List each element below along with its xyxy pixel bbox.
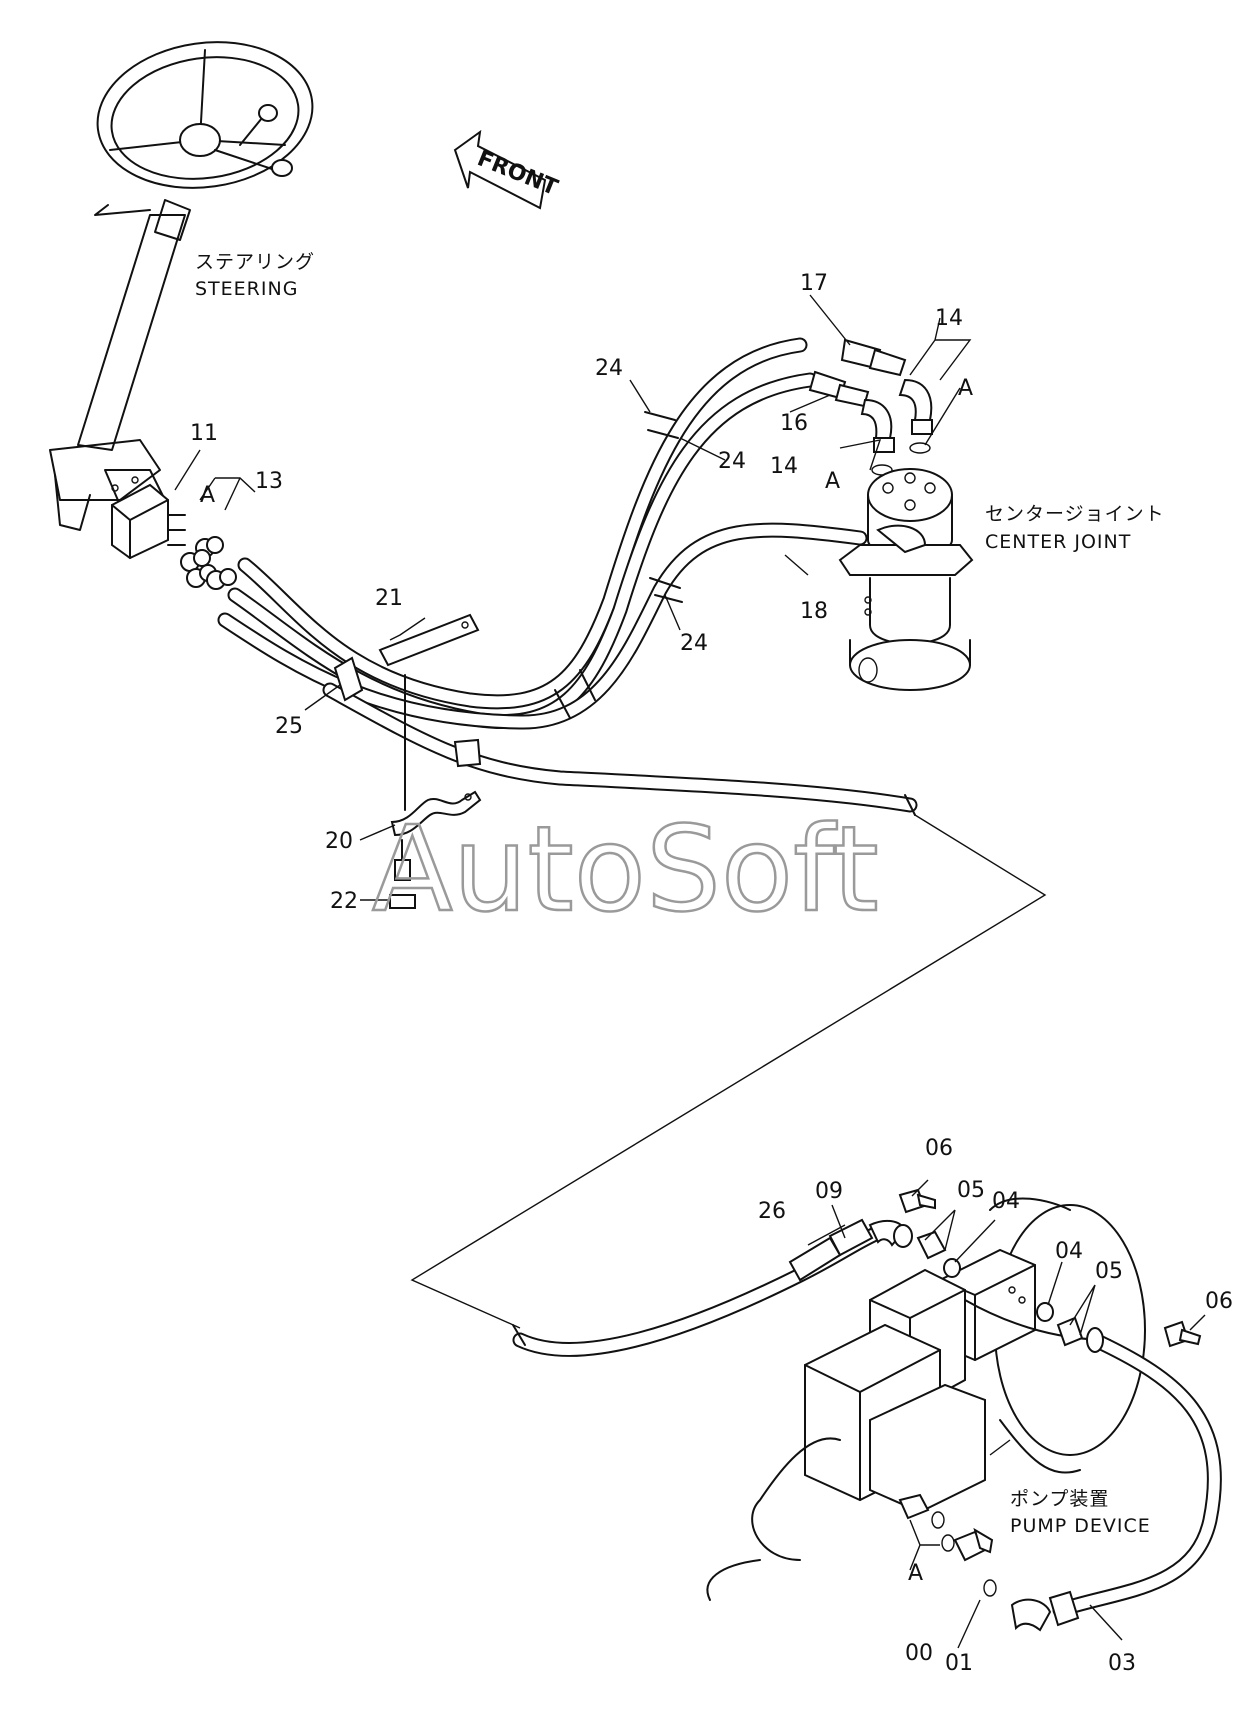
part-label-01: 01 [945, 1651, 973, 1676]
marker-a-center-upper: A [958, 376, 973, 401]
connection-lines [410, 814, 1047, 1329]
watermark: AutoSoft [372, 800, 879, 938]
part-label-18: 18 [800, 599, 828, 624]
part-label-21: 21 [375, 586, 403, 611]
part-label-05-upper: 05 [957, 1178, 985, 1203]
pump-device-label-jp: ポンプ装置 [1010, 1488, 1109, 1510]
assembly-labels: ステアリング STEERING センタージョイント CENTER JOINT ポ… [195, 251, 1165, 1537]
marker-a-pump: A [908, 1561, 923, 1586]
part-label-13: 13 [255, 469, 283, 494]
port-block-11 [111, 483, 169, 560]
pump-device-label-en: PUMP DEVICE [1010, 1515, 1151, 1537]
part-number-labels: 11 13 17 14 24 16 24 14 18 24 21 25 20 2… [190, 271, 1233, 1676]
leader-lines [174, 294, 1206, 1649]
part-label-11: 11 [190, 421, 218, 446]
marker-a-center-lower: A [825, 469, 840, 494]
part-label-04-lower: 04 [1055, 1239, 1083, 1264]
part-label-03: 03 [1108, 1651, 1136, 1676]
part-label-14-upper: 14 [935, 306, 963, 331]
part-label-09: 09 [815, 1179, 843, 1204]
part-label-00: 00 [905, 1641, 933, 1666]
center-joint-label-jp: センタージョイント [985, 503, 1165, 525]
part-label-24-middle: 24 [718, 449, 746, 474]
part-label-14-lower: 14 [770, 454, 798, 479]
elbow-fittings-14 [860, 378, 933, 476]
marker-a-steering: A [200, 483, 215, 508]
pump-supply-hose [512, 1218, 913, 1357]
part-label-06-upper: 06 [925, 1136, 953, 1161]
part-label-04-upper: 04 [992, 1189, 1020, 1214]
part-label-24-lower: 24 [680, 631, 708, 656]
part-label-17: 17 [800, 271, 828, 296]
steering-assembly [49, 41, 314, 531]
hose-bundle [217, 337, 918, 816]
part-label-26: 26 [758, 1199, 786, 1224]
part-label-16: 16 [780, 411, 808, 436]
center-joint [838, 468, 974, 691]
part-label-24-upper: 24 [595, 356, 623, 381]
part-label-05-lower: 05 [1095, 1259, 1123, 1284]
steering-label-en: STEERING [195, 278, 298, 300]
center-joint-label-en: CENTER JOINT [985, 531, 1131, 553]
pump-outlet-hose [1010, 1327, 1222, 1632]
clamp-and-plate [378, 613, 482, 909]
steering-label-jp: ステアリング [195, 251, 315, 273]
part-label-06-lower: 06 [1205, 1289, 1233, 1314]
part-label-20: 20 [325, 829, 353, 854]
part-label-22: 22 [330, 889, 358, 914]
pump-inlet-fittings [898, 1493, 997, 1597]
part-label-25: 25 [275, 714, 303, 739]
front-arrow: FRONT [453, 129, 561, 210]
flange-parts [898, 1188, 1202, 1348]
connection-markers: A A A A [200, 376, 973, 1586]
pump-device [706, 1197, 1146, 1601]
fittings-13 [167, 514, 237, 590]
